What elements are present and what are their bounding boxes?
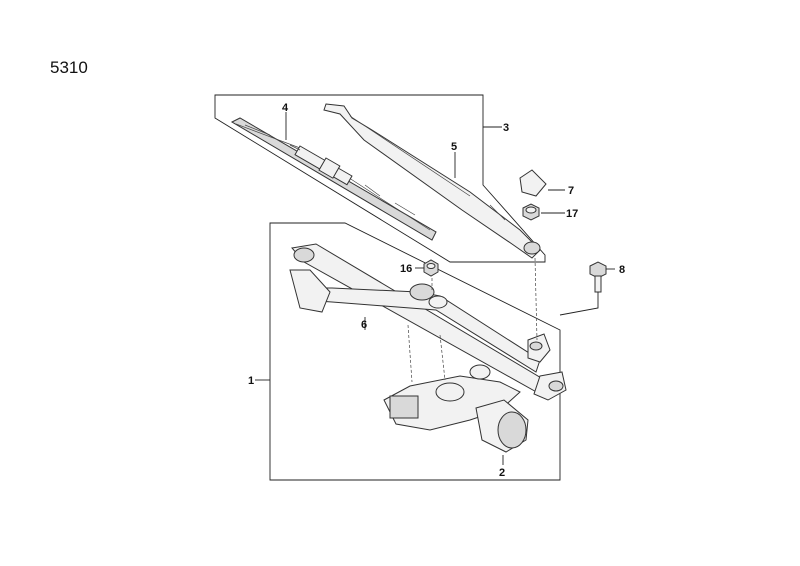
mounting-bolt [589, 261, 607, 293]
wiper-blade [230, 117, 437, 241]
diagram-code: 5310 [50, 58, 88, 77]
callout-16: 16 [400, 263, 412, 275]
callout-17: 17 [566, 208, 578, 220]
linkage-nut [423, 259, 439, 277]
leader-lines [255, 112, 615, 465]
linkage-group-frame [269, 222, 561, 481]
wiper-motor [383, 364, 529, 453]
callout-8: 8 [619, 264, 625, 276]
callout-2: 2 [499, 467, 505, 479]
callout-3: 3 [503, 122, 509, 134]
callout-1: 1 [248, 375, 254, 387]
pivot-cap [519, 169, 547, 197]
callout-6: 6 [361, 319, 367, 331]
callout-5: 5 [451, 141, 457, 153]
callout-4: 4 [282, 102, 289, 114]
wiper-linkage [289, 243, 567, 401]
installation-guide-lines [407, 257, 538, 383]
wiper-arm [323, 103, 541, 259]
pivot-nut [522, 203, 540, 221]
callout-7: 7 [568, 185, 574, 197]
wiper-arm-group-frame [214, 94, 546, 263]
